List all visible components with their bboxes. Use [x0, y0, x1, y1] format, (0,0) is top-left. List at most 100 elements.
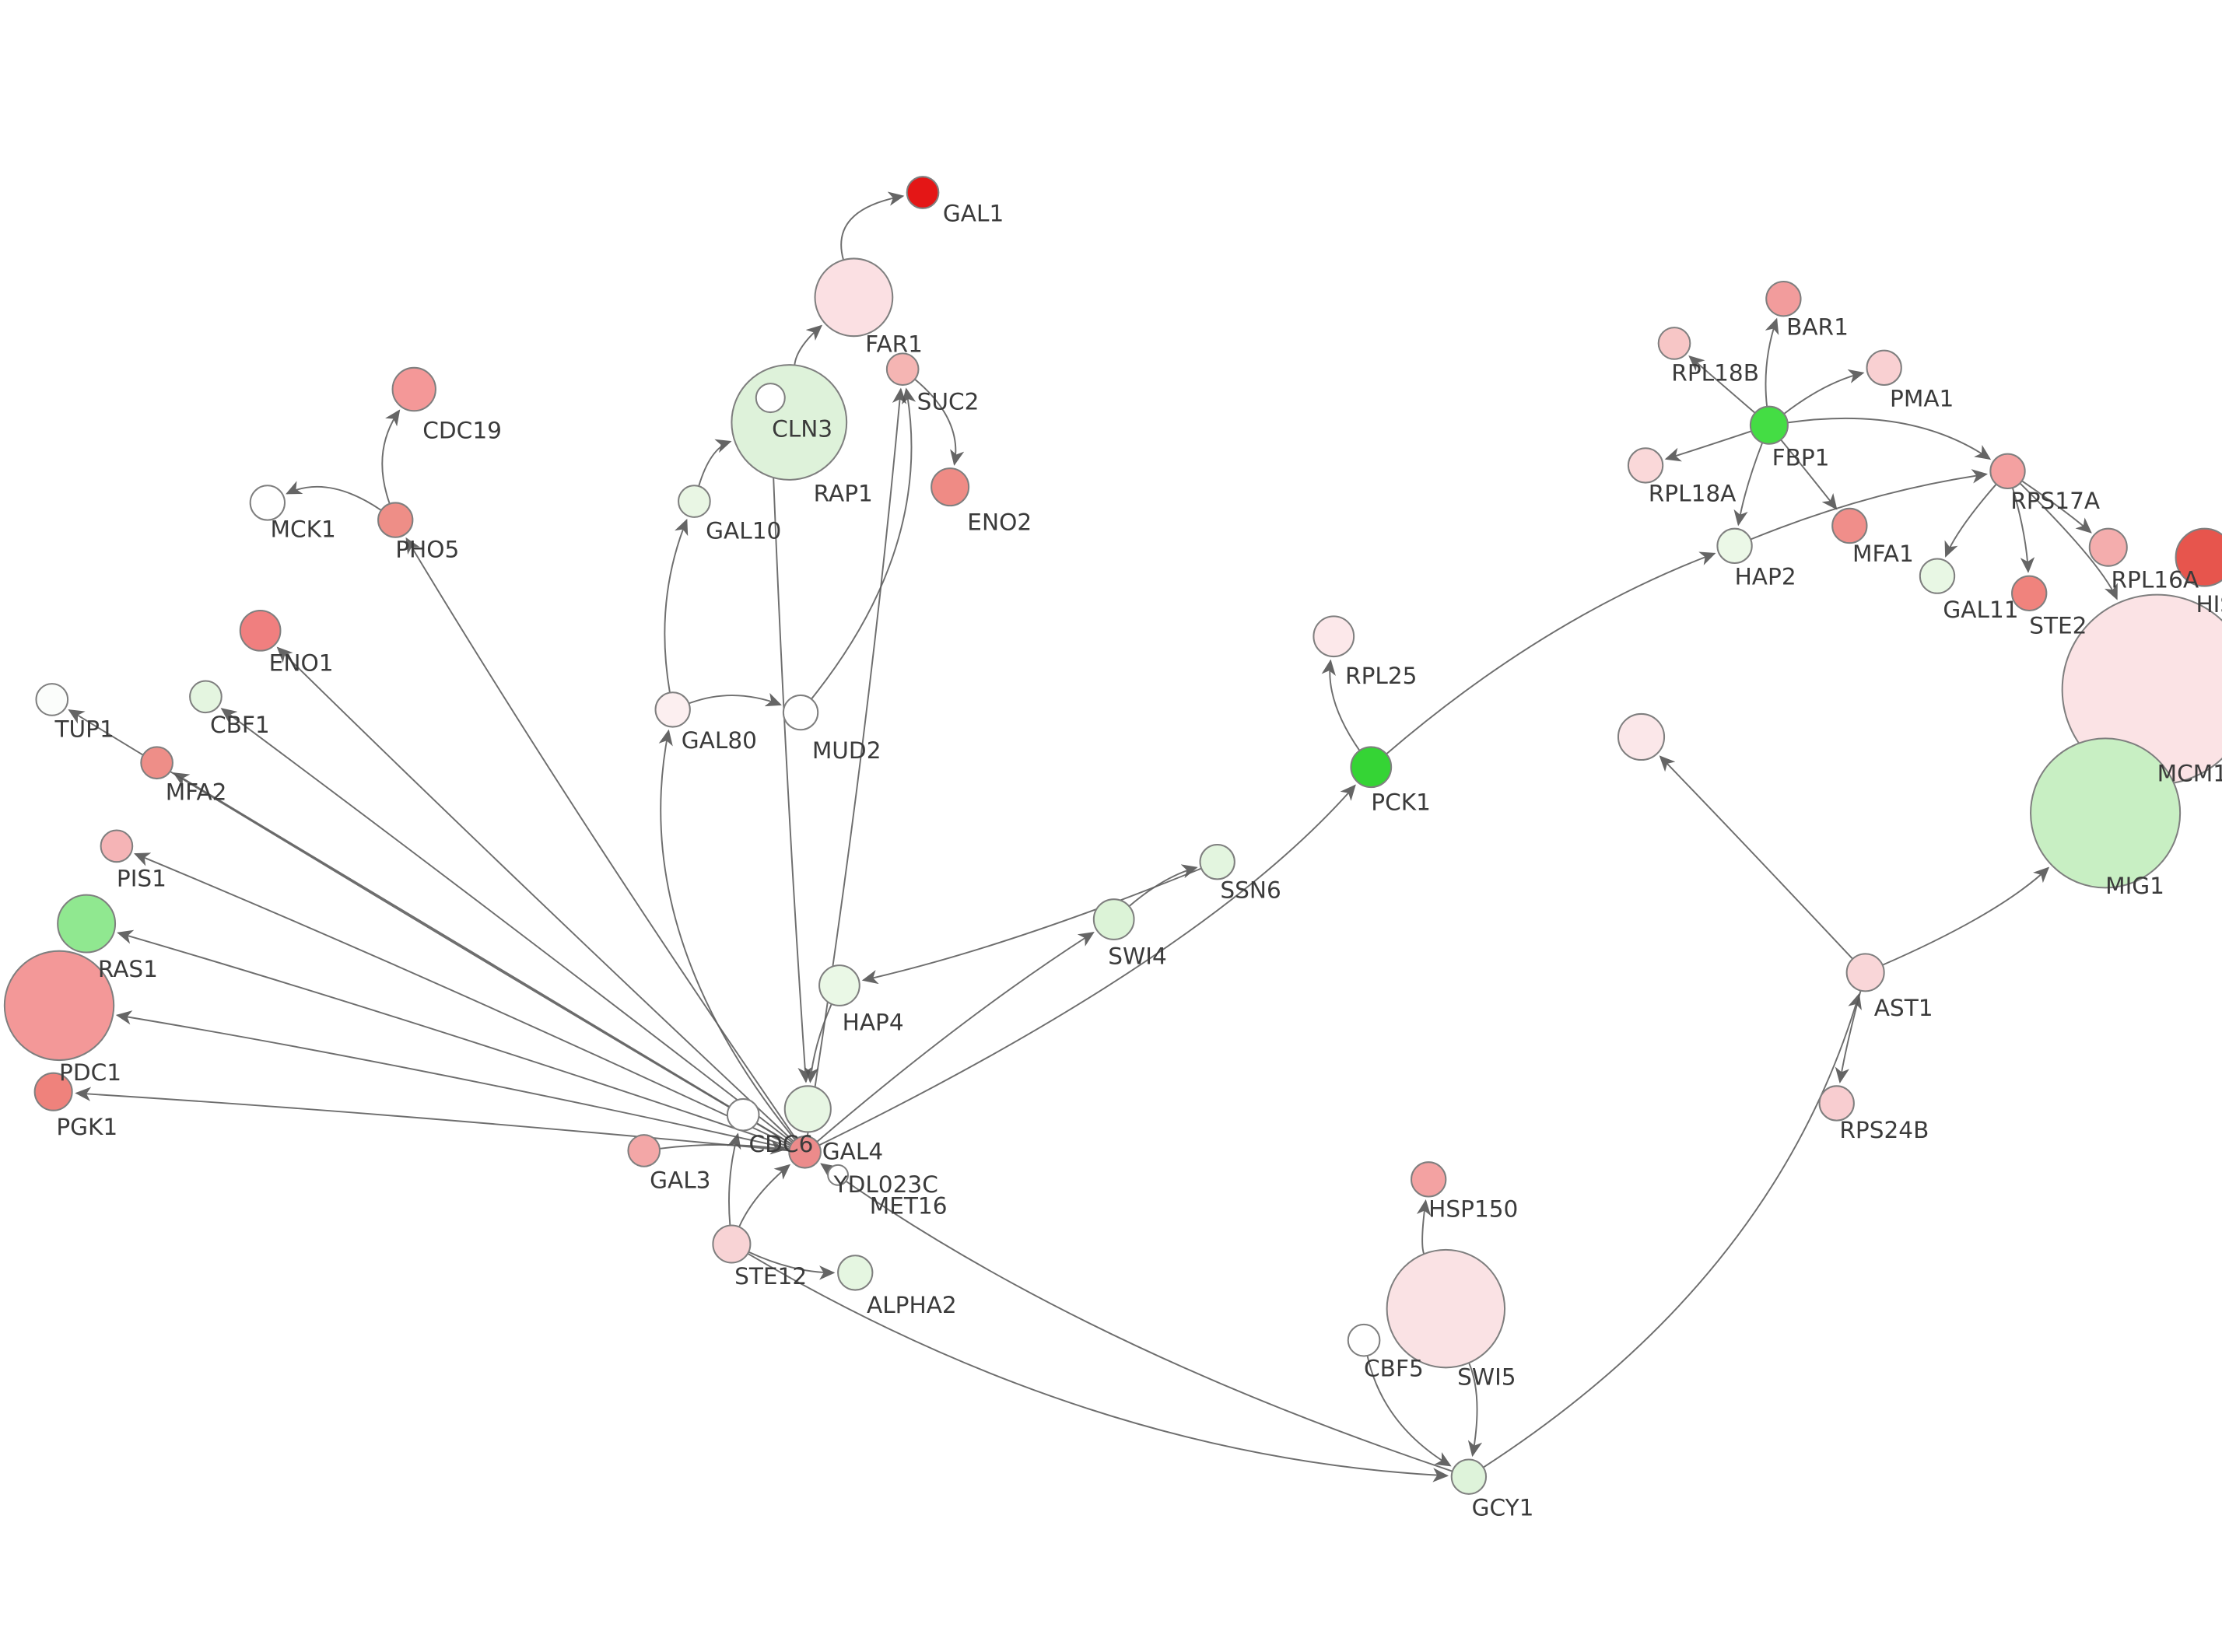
edge-FBP1-RPL18B[interactable] [1688, 355, 1756, 414]
node-HAP4[interactable] [818, 964, 860, 1006]
node-PDC1[interactable] [3, 950, 115, 1062]
edge-PCK1-HAP2[interactable] [1386, 551, 1716, 755]
node-CDC6[interactable] [726, 1097, 760, 1132]
edge-FAR1-GAL1[interactable] [840, 191, 905, 261]
edge-AST1-NODE_A[interactable] [1659, 755, 1853, 960]
node-MFA2[interactable] [140, 746, 173, 780]
edge-FBP1-RPS17A[interactable] [1787, 417, 1992, 460]
node-MET16[interactable] [827, 1164, 850, 1186]
node-RPL18A[interactable] [1627, 447, 1664, 484]
node-RPS17A[interactable] [1989, 453, 2026, 489]
node-FAR1[interactable] [814, 257, 894, 338]
edge-SSN6-HAP4[interactable] [861, 867, 1202, 985]
node-HAP2[interactable] [1716, 527, 1753, 565]
edge-RPS17A-GAL11[interactable] [1944, 483, 1997, 558]
edge-GAL4-ENO1[interactable] [276, 646, 794, 1143]
node-SWI4[interactable] [1092, 898, 1135, 940]
edge-FBP1-RPL18A[interactable] [1664, 430, 1752, 462]
edge-GAL4-PDC1[interactable] [115, 1010, 790, 1150]
node-RAS1[interactable] [57, 894, 117, 954]
node-MUD2[interactable] [782, 694, 819, 731]
edge-GAL4-PHO5[interactable] [405, 537, 797, 1140]
node-SUC2[interactable] [885, 352, 920, 387]
node-RPL18B[interactable] [1657, 327, 1691, 360]
node-GAL10[interactable] [678, 485, 711, 518]
edge-FBP1-BAR1[interactable] [1765, 317, 1779, 407]
edge-GAL4-PCK1[interactable] [818, 784, 1356, 1146]
node-ENO2[interactable] [931, 467, 970, 507]
edge-AST1-MIG1[interactable] [1882, 866, 2050, 966]
node-GAL11[interactable] [1919, 558, 1956, 594]
node-MCK1[interactable] [249, 485, 286, 521]
edge-SUC2-ENO2[interactable] [914, 378, 965, 466]
edge-PCK1-RPL25[interactable] [1321, 659, 1361, 751]
node-GCY1[interactable] [1450, 1458, 1488, 1495]
edge-STE12-GCY1[interactable] [747, 1252, 1449, 1482]
node-GAL3[interactable] [627, 1134, 661, 1167]
edge-AST1-RPS24B[interactable] [1835, 990, 1862, 1083]
edge-GAL80-MUD2[interactable] [689, 692, 782, 707]
edge-MUD2-SUC2[interactable] [811, 387, 916, 700]
edge-GAL4-MFA2[interactable] [173, 772, 792, 1145]
edge-CLN3-FAR1[interactable] [794, 324, 823, 366]
node-GAL80[interactable] [654, 691, 691, 728]
node-HSP150[interactable] [1410, 1161, 1447, 1198]
edge-GCY1-GAL4[interactable] [820, 1163, 1453, 1472]
node-RPL25[interactable] [1313, 615, 1355, 658]
node-GAL1[interactable] [906, 176, 940, 209]
edge-GAL4-GAL80[interactable] [658, 729, 796, 1140]
node-ALPHA2[interactable] [837, 1255, 874, 1291]
edge-GAL4-PGK1[interactable] [75, 1087, 790, 1152]
node-AST1[interactable] [1845, 953, 1885, 992]
edge-STE12-CDC6[interactable] [727, 1132, 741, 1226]
node-PIS1[interactable] [100, 829, 134, 863]
edge-STE12-ALPHA2[interactable] [748, 1251, 836, 1280]
edge-SWI5-GCY1[interactable] [1467, 1362, 1483, 1458]
node-STE12[interactable] [712, 1224, 752, 1264]
node-RPS24B[interactable] [1818, 1085, 1855, 1122]
edge-FBP1-MFA1[interactable] [1780, 439, 1838, 510]
edge-CBF5-GCY1[interactable] [1366, 1355, 1452, 1467]
node-CDC19[interactable] [391, 366, 436, 412]
edge-GCY1-AST1[interactable] [1483, 992, 1862, 1468]
edge-HAP4-YDL023C[interactable] [804, 1003, 832, 1083]
node-ENO1[interactable] [239, 609, 282, 652]
edge-HAP2-RPS17A[interactable] [1750, 469, 1988, 541]
edge-STE12-GAL4[interactable] [738, 1164, 791, 1227]
edge-GAL4-PIS1[interactable] [134, 852, 791, 1146]
edge-FBP1-HAP2[interactable] [1733, 442, 1764, 527]
edge-FBP1-PMA1[interactable] [1783, 369, 1865, 415]
edge-RPS17A-STE2[interactable] [2011, 487, 2035, 573]
node-MIG1[interactable] [2030, 737, 2182, 889]
edge-GAL80-GAL10[interactable] [664, 518, 689, 693]
node-PCK1[interactable] [1350, 746, 1393, 789]
edge-GAL4-SWI4[interactable] [816, 932, 1095, 1143]
edge-RPS17A-MCM1[interactable] [2019, 482, 2118, 600]
node-HIS4[interactable] [2175, 527, 2222, 587]
node-SSN6[interactable] [1199, 843, 1235, 880]
node-GAL4[interactable] [788, 1135, 822, 1169]
node-STE2[interactable] [2011, 575, 2048, 611]
node-RPL16A[interactable] [2088, 527, 2128, 567]
edge-GAL3-GAL4[interactable] [659, 1140, 787, 1155]
edge-PHO5-CDC19[interactable] [381, 409, 401, 505]
edge-GAL10-CLN3[interactable] [698, 439, 732, 487]
edge-SWI5-HSP150[interactable] [1416, 1199, 1432, 1255]
node-PHO5[interactable] [377, 502, 414, 538]
edge-SWI4-SSN6[interactable] [1128, 864, 1198, 907]
node-CBF1[interactable] [189, 680, 223, 714]
edge-RAP1-YDL023C[interactable] [770, 412, 812, 1083]
node-PMA1[interactable] [1866, 349, 1902, 387]
node-RAP1[interactable] [755, 383, 786, 414]
node-FBP1[interactable] [1749, 405, 1789, 445]
edge-RPS17A-RPL16A[interactable] [2021, 480, 2092, 534]
node-NODE_A[interactable] [1617, 712, 1666, 761]
edge-GAL4-CBF1[interactable] [220, 708, 794, 1143]
node-PGK1[interactable] [33, 1072, 73, 1111]
node-CBF5[interactable] [1347, 1323, 1381, 1357]
node-MFA1[interactable] [1831, 507, 1868, 544]
node-YDL023C[interactable] [783, 1085, 832, 1133]
edge-GAL4-RAS1[interactable] [117, 929, 790, 1148]
node-TUP1[interactable] [35, 683, 69, 716]
